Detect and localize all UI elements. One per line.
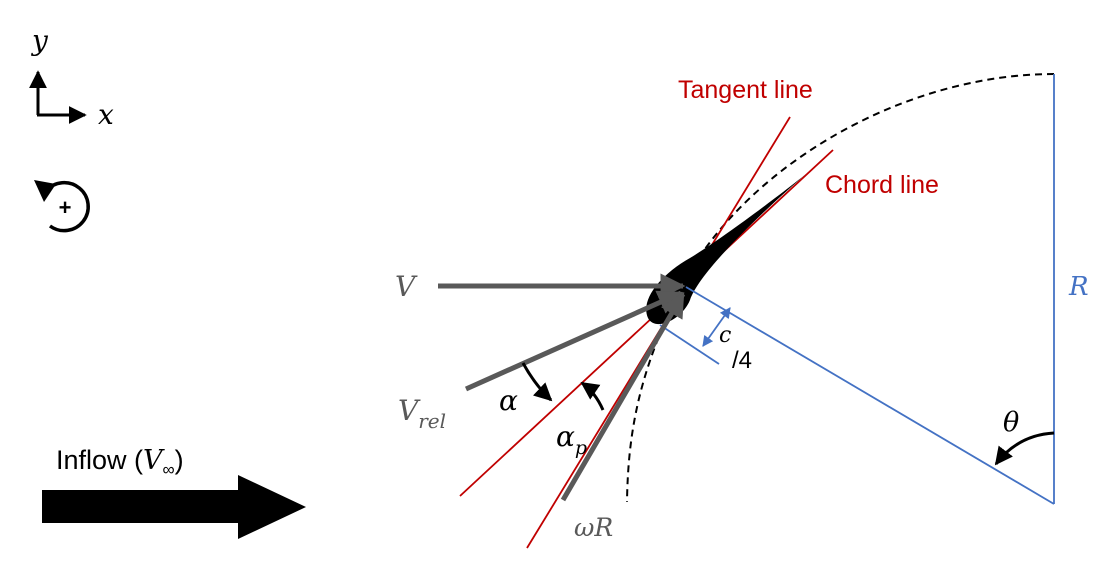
quarter-chord-dimension (702, 307, 731, 347)
chord-line (459, 149, 834, 497)
x-axis-label: x (98, 98, 114, 131)
inflow-label: Inflow (V∞) (56, 445, 184, 479)
rotation-sign: + (59, 195, 72, 220)
axes-indicator: y x (29, 24, 114, 131)
rotation-direction-icon: + (34, 180, 90, 233)
alpha-p-label: αp (556, 420, 587, 459)
omega-r-label: ωR (574, 513, 613, 542)
airfoil (646, 174, 806, 325)
v-rel-vector (464, 290, 684, 392)
theta-arc (994, 431, 1055, 466)
inflow-arrow (42, 475, 306, 539)
quarter-chord-numerator: c (719, 323, 731, 348)
v-label: V (395, 270, 418, 303)
y-axis-label: y (30, 24, 49, 57)
tangent-line-label: Tangent line (678, 76, 813, 104)
radius-label: R (1068, 272, 1089, 302)
alpha-label: α (499, 384, 518, 417)
omega-r-vector (560, 291, 686, 502)
alpha-p-arc (580, 381, 605, 411)
rotor-path-dashed (626, 73, 1055, 503)
radius-line-diagonal (685, 286, 1055, 505)
quarter-chord-extension (659, 324, 720, 365)
theta-label: θ (1003, 407, 1019, 438)
alpha-arc (521, 362, 553, 402)
v-rel-label: Vrel (398, 394, 446, 433)
chord-line-label: Chord line (825, 171, 939, 199)
quarter-chord-denominator: /4 (732, 347, 752, 374)
